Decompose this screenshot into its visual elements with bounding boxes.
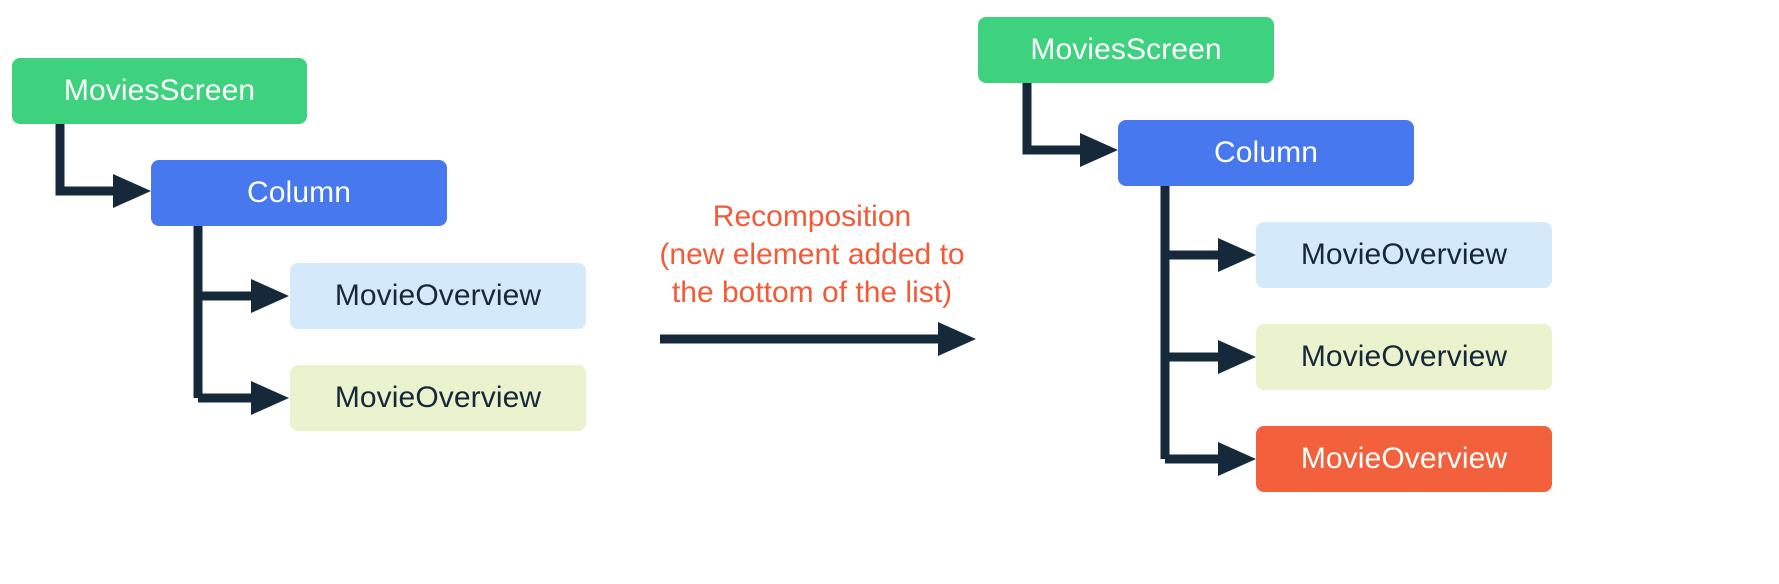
node-label: Column [1214, 136, 1318, 169]
after-connector-column-to-children [1160, 186, 1256, 476]
node-label: MovieOverview [1300, 340, 1508, 373]
node-label: MovieOverview [1300, 238, 1508, 271]
after-node-movie-overview-1: MovieOverview [1256, 222, 1552, 288]
before-node-movie-overview-2: MovieOverview [290, 365, 586, 431]
recomposition-arrow-icon [660, 322, 976, 356]
node-label: MoviesScreen [63, 74, 256, 107]
node-label: MovieOverview [334, 279, 542, 312]
node-label: MoviesScreen [1030, 33, 1222, 66]
recomposition-caption: Recomposition (new element added to the … [612, 198, 1012, 312]
node-label: MovieOverview [1300, 442, 1508, 475]
after-node-movie-overview-3: MovieOverview [1256, 426, 1552, 492]
after-connector-screen-to-column [1022, 83, 1118, 167]
after-node-column: Column [1118, 120, 1414, 186]
caption-line-2: (new element added to [659, 238, 965, 271]
before-node-movie-overview-1: MovieOverview [290, 263, 586, 329]
after-node-movie-overview-2: MovieOverview [1256, 324, 1552, 390]
caption-line-3: the bottom of the list) [671, 276, 953, 309]
node-label: MovieOverview [334, 381, 542, 414]
before-node-column: Column [151, 160, 447, 226]
node-label: Column [247, 176, 351, 209]
after-node-movies-screen: MoviesScreen [978, 17, 1274, 83]
before-connector-column-to-children [193, 226, 289, 415]
caption-line-1: Recomposition [712, 200, 912, 233]
before-node-movies-screen: MoviesScreen [12, 58, 307, 124]
before-connector-screen-to-column [55, 124, 151, 208]
